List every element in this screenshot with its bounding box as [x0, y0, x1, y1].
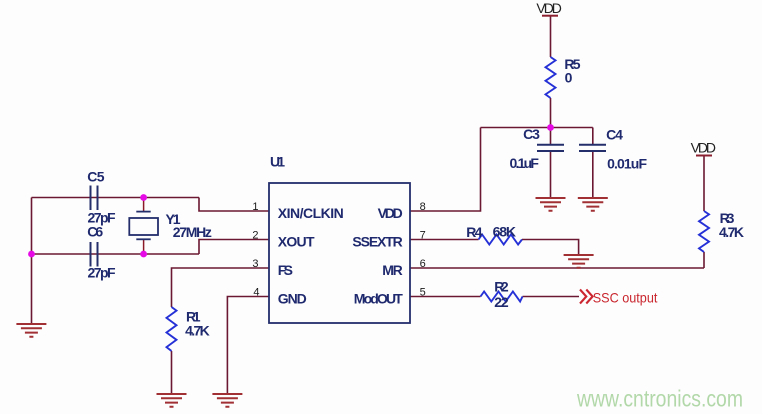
- svg-text:FS: FS: [278, 262, 293, 278]
- svg-text:27pF: 27pF: [88, 265, 117, 281]
- svg-text:0.1uF: 0.1uF: [510, 155, 540, 171]
- svg-text:27pF: 27pF: [88, 210, 117, 226]
- svg-text:VDD: VDD: [536, 0, 562, 16]
- svg-text:XIN/CLKIN: XIN/CLKIN: [278, 205, 344, 221]
- svg-text:68K: 68K: [493, 223, 516, 239]
- svg-text:27MHz: 27MHz: [173, 224, 212, 240]
- svg-text:R4: R4: [466, 224, 482, 240]
- svg-text:GND: GND: [278, 290, 307, 306]
- svg-text:6: 6: [420, 258, 426, 270]
- svg-text:Y1: Y1: [166, 211, 181, 227]
- svg-text:R3: R3: [720, 210, 735, 226]
- svg-text:R1: R1: [186, 309, 201, 325]
- svg-text:1: 1: [252, 201, 258, 213]
- svg-text:R5: R5: [564, 56, 580, 72]
- svg-text:4.7K: 4.7K: [719, 224, 744, 240]
- svg-text:ModOUT: ModOUT: [354, 290, 403, 306]
- svg-text:VDD: VDD: [378, 205, 403, 221]
- svg-text:5: 5: [420, 287, 426, 299]
- svg-text:C3: C3: [523, 126, 540, 142]
- svg-text:2: 2: [252, 230, 258, 242]
- svg-text:C4: C4: [606, 126, 623, 142]
- svg-text:0: 0: [565, 70, 573, 86]
- svg-text:22: 22: [494, 294, 509, 310]
- svg-text:7: 7: [420, 230, 426, 242]
- svg-text:4: 4: [253, 287, 259, 299]
- svg-text:XOUT: XOUT: [278, 233, 315, 249]
- svg-text:SSEXTR: SSEXTR: [352, 233, 402, 249]
- svg-text:R2: R2: [494, 278, 509, 294]
- svg-text:0.01uF: 0.01uF: [607, 155, 647, 171]
- svg-text:VDD: VDD: [691, 140, 716, 156]
- svg-text:MR: MR: [382, 262, 403, 278]
- svg-text:U1: U1: [270, 154, 285, 170]
- svg-text:8: 8: [420, 201, 426, 213]
- svg-text:3: 3: [252, 258, 258, 270]
- svg-text:SSC output: SSC output: [593, 290, 658, 306]
- svg-text:C6: C6: [87, 224, 103, 240]
- svg-text:C5: C5: [87, 169, 105, 185]
- svg-text:www.cntronics.com: www.cntronics.com: [576, 386, 743, 412]
- svg-text:4.7K: 4.7K: [185, 323, 210, 339]
